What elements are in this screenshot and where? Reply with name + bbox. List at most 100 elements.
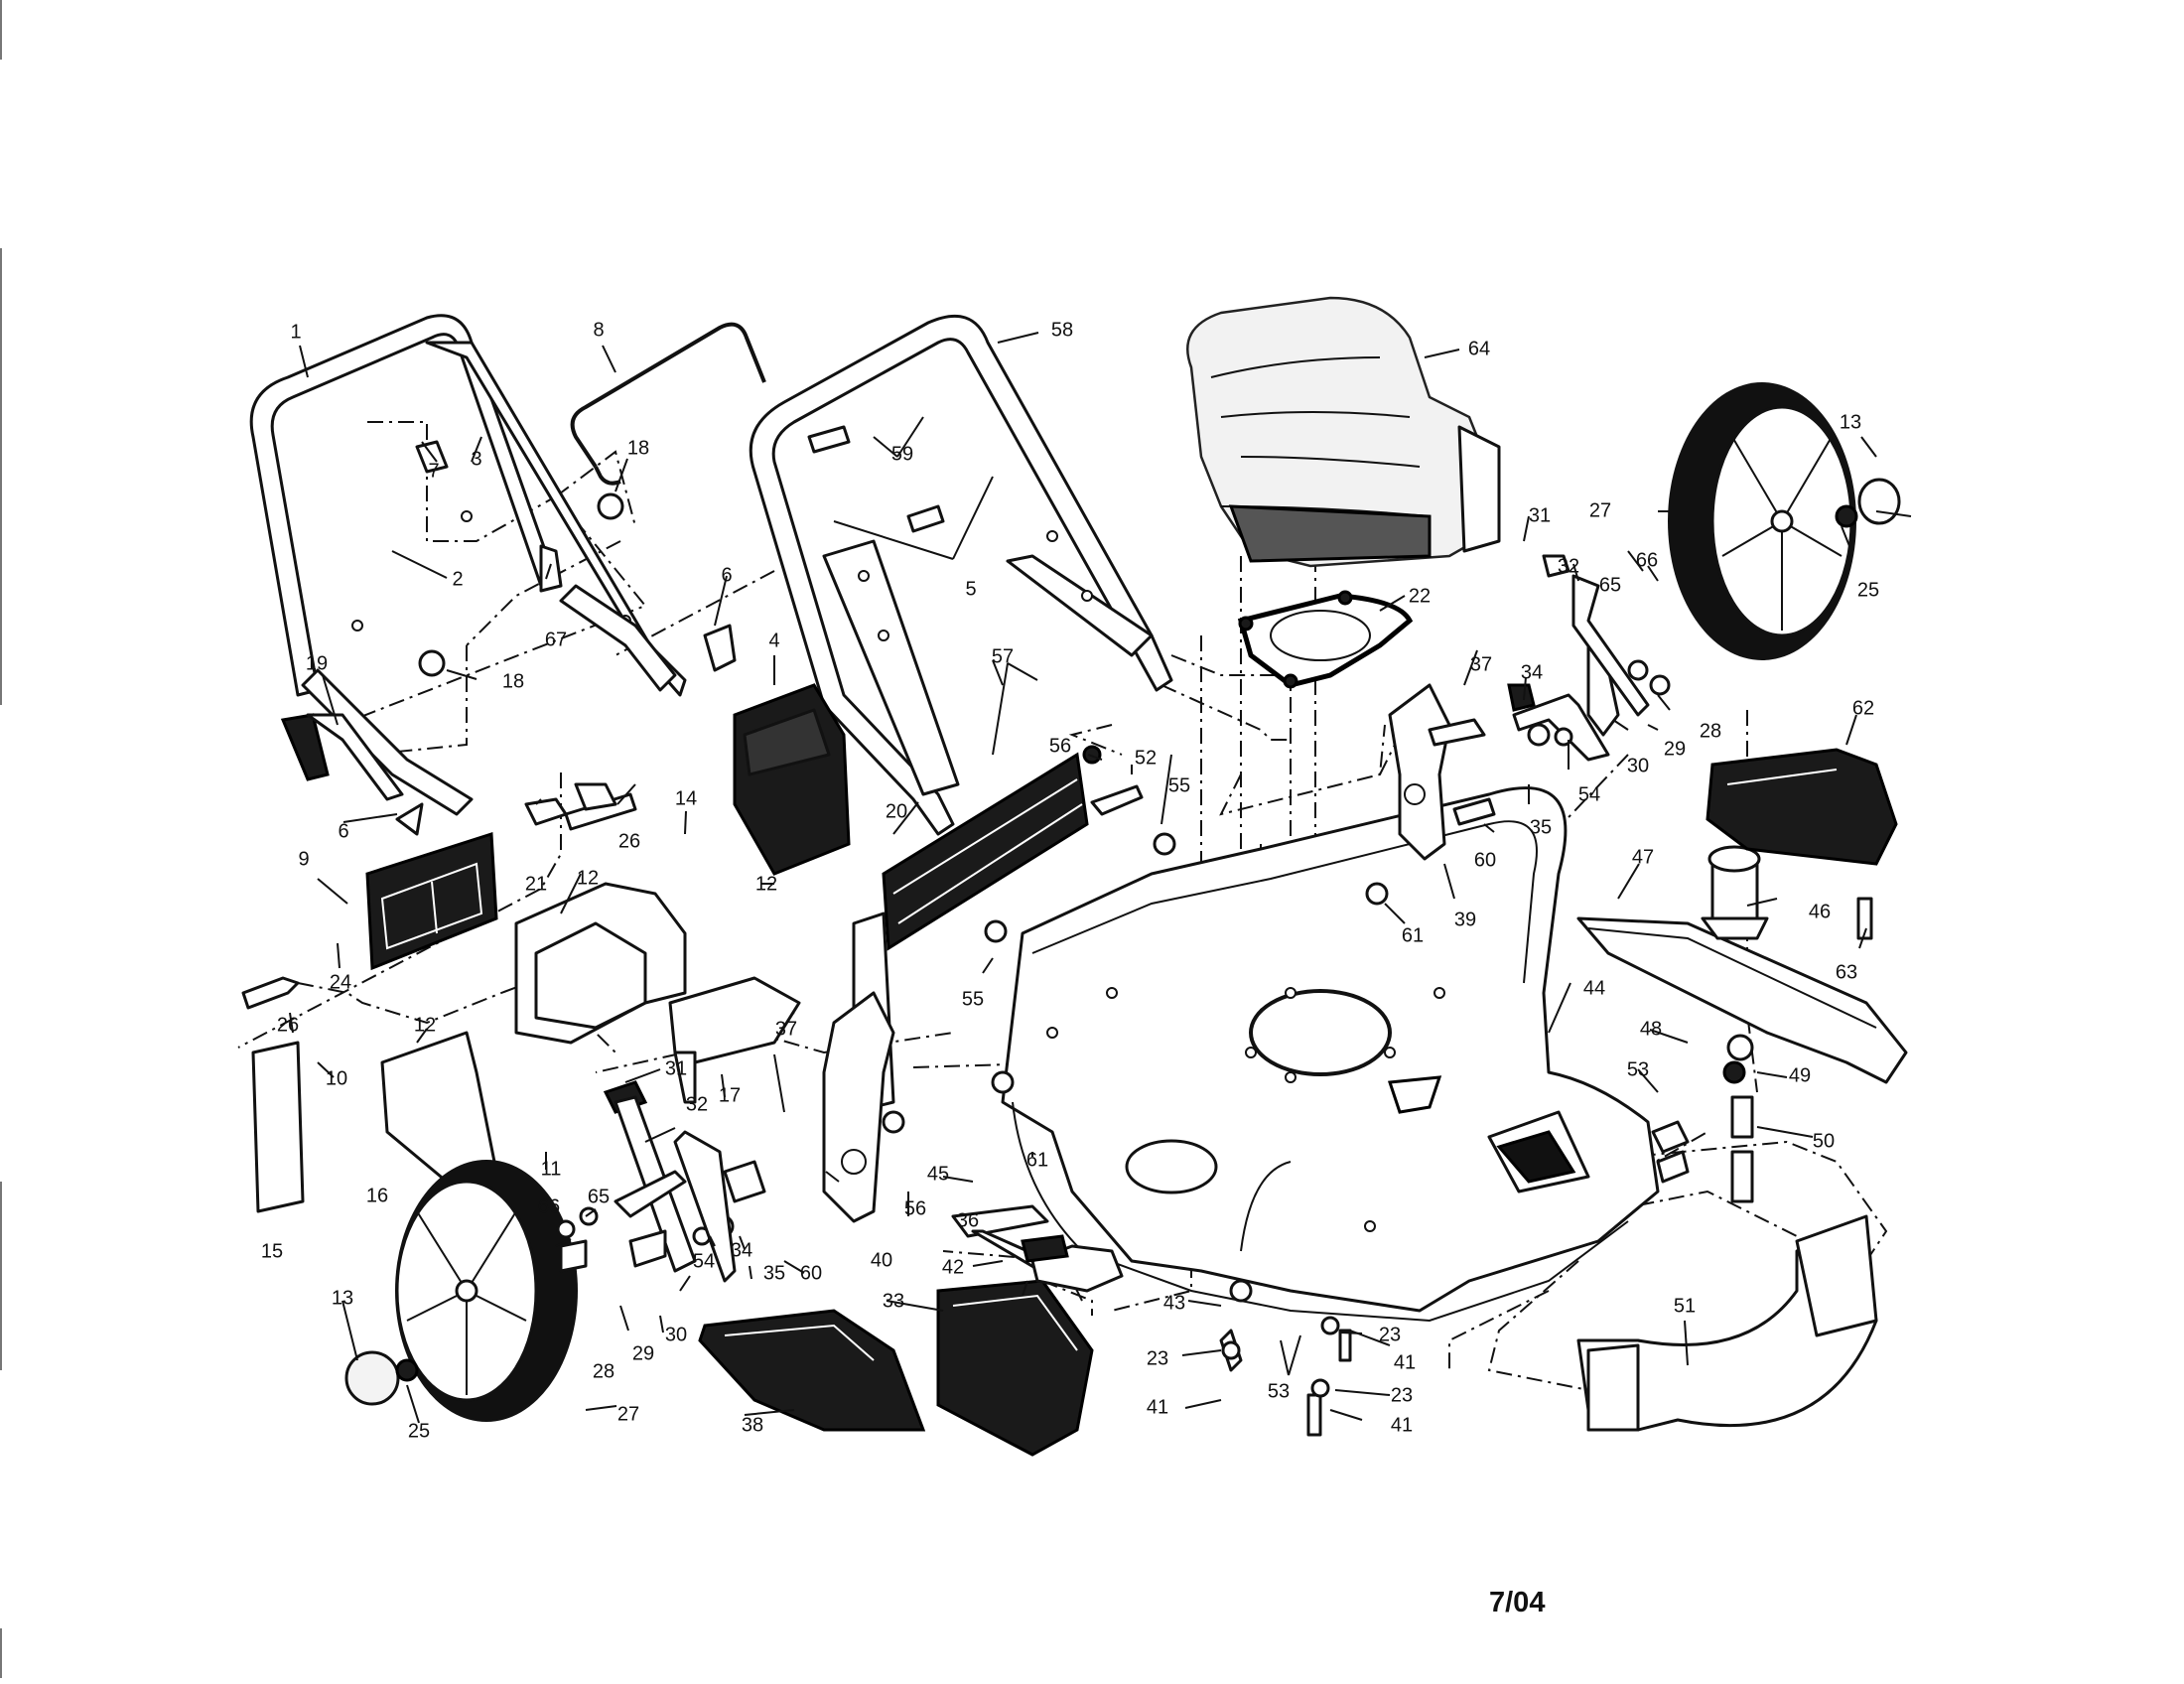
control-bar bbox=[570, 322, 766, 486]
callout-label: 37 bbox=[775, 1018, 797, 1040]
callout-label: 54 bbox=[693, 1250, 715, 1272]
callout-label: 28 bbox=[593, 1360, 614, 1382]
callout-label: 56 bbox=[904, 1197, 926, 1219]
callout-label: 18 bbox=[627, 437, 649, 459]
hardware-lever-arms bbox=[280, 425, 1650, 1283]
engine bbox=[1186, 296, 1501, 568]
callout-label: 41 bbox=[1147, 1396, 1168, 1418]
callout-label: 52 bbox=[1135, 747, 1157, 769]
callout-label: 6 bbox=[338, 820, 348, 842]
callout-label: 34 bbox=[731, 1239, 752, 1261]
callout-label: 28 bbox=[1700, 720, 1721, 742]
callout-label: 51 bbox=[1674, 1295, 1696, 1317]
upper-handle-lower-arms bbox=[301, 584, 677, 816]
scan-edge-mark bbox=[0, 248, 2, 705]
callout-label: 63 bbox=[1836, 961, 1857, 983]
callout-label: 55 bbox=[962, 988, 984, 1010]
callout-leader-lines bbox=[289, 332, 1912, 1424]
callout-label: 58 bbox=[1051, 319, 1073, 341]
callout-label: 53 bbox=[1268, 1380, 1290, 1402]
scan-edge-mark bbox=[0, 0, 2, 60]
callout-label: 3 bbox=[471, 448, 481, 470]
mulch-plug bbox=[698, 1309, 926, 1432]
callout-label: 29 bbox=[632, 1342, 654, 1364]
callout-label: 18 bbox=[502, 670, 524, 692]
callout-label: 4 bbox=[768, 630, 779, 651]
callout-label: 66 bbox=[1636, 549, 1658, 571]
height-adjuster-right bbox=[1388, 683, 1451, 861]
height-adjuster-left bbox=[822, 991, 895, 1223]
callout-label: 67 bbox=[545, 629, 567, 650]
callout-label: 40 bbox=[871, 1249, 892, 1271]
callout-label: 60 bbox=[1474, 849, 1496, 871]
callout-label: 45 bbox=[927, 1163, 949, 1185]
discharge-chute bbox=[936, 1279, 1094, 1457]
grass-bag-panel bbox=[733, 683, 851, 876]
callout-label: 12 bbox=[414, 1014, 436, 1036]
callout-label: 6 bbox=[721, 564, 732, 586]
blade-adapter bbox=[1701, 845, 1769, 940]
callout-label: 7 bbox=[428, 460, 439, 482]
callout-label: 25 bbox=[408, 1420, 430, 1442]
wheel-caps bbox=[344, 478, 1901, 1406]
callout-label: 37 bbox=[1470, 653, 1492, 675]
callout-label: 22 bbox=[1409, 585, 1431, 607]
callout-label: 17 bbox=[719, 1084, 741, 1106]
callout-label: 14 bbox=[675, 787, 697, 809]
callout-label: 41 bbox=[1394, 1351, 1416, 1373]
callout-label: 43 bbox=[1163, 1292, 1185, 1314]
hardware-nuts-washers bbox=[418, 492, 1754, 1398]
callout-label: 23 bbox=[1391, 1384, 1413, 1406]
callout-numbers: 1 8 58 64 7 3 18 59 2 67 5 6 19 18 4 57 … bbox=[261, 319, 1879, 1442]
rear-flap bbox=[1576, 1214, 1878, 1432]
callout-label: 25 bbox=[1857, 579, 1879, 601]
callout-label: 61 bbox=[1402, 924, 1424, 946]
rear-wheel-right bbox=[1668, 382, 1856, 660]
callout-label: 54 bbox=[1578, 783, 1600, 805]
callout-label: 60 bbox=[800, 1262, 822, 1284]
callout-label: 30 bbox=[1627, 755, 1649, 776]
callout-label: 56 bbox=[1049, 735, 1071, 757]
blade-cover bbox=[1706, 748, 1898, 866]
callout-label: 23 bbox=[1379, 1324, 1401, 1345]
callout-label: 35 bbox=[763, 1262, 785, 1284]
callout-label: 16 bbox=[366, 1185, 388, 1206]
rear-wheel-left bbox=[395, 1160, 578, 1422]
callout-label: 30 bbox=[665, 1324, 687, 1345]
callout-label: 12 bbox=[755, 873, 777, 895]
callout-label: 66 bbox=[538, 1195, 560, 1217]
callout-label: 38 bbox=[742, 1414, 763, 1436]
callout-label: 61 bbox=[1026, 1149, 1048, 1171]
callout-label: 48 bbox=[1640, 1018, 1662, 1040]
date-code: 7/04 bbox=[1489, 1587, 1546, 1618]
callout-label: 21 bbox=[525, 873, 547, 895]
callout-label: 9 bbox=[298, 848, 309, 870]
callout-label: 62 bbox=[1852, 697, 1874, 719]
callout-label: 59 bbox=[891, 443, 913, 465]
callout-label: 50 bbox=[1813, 1130, 1835, 1152]
callout-label: 1 bbox=[290, 321, 301, 343]
callout-label: 53 bbox=[1627, 1058, 1649, 1080]
callout-label: 47 bbox=[1632, 846, 1654, 868]
callout-label: 15 bbox=[261, 1240, 283, 1262]
rear-door bbox=[882, 745, 1102, 951]
scan-edge-mark bbox=[0, 1182, 2, 1370]
scan-edge-mark bbox=[0, 1628, 2, 1678]
callout-label: 57 bbox=[992, 645, 1014, 667]
callout-label: 39 bbox=[1454, 909, 1476, 930]
mower-deck bbox=[1001, 786, 1660, 1323]
callout-label: 2 bbox=[452, 568, 463, 590]
callout-label: 46 bbox=[1809, 901, 1831, 922]
callout-label: 34 bbox=[1521, 661, 1543, 683]
callout-label: 10 bbox=[326, 1067, 347, 1089]
callout-label: 20 bbox=[886, 800, 907, 822]
callout-label: 23 bbox=[1147, 1347, 1168, 1369]
engine-baffle bbox=[1237, 590, 1414, 689]
callout-label: 44 bbox=[1583, 977, 1605, 999]
callout-label: 41 bbox=[1391, 1414, 1413, 1436]
callout-label: 24 bbox=[330, 971, 351, 993]
callout-label: 31 bbox=[665, 1057, 687, 1079]
callout-label: 11 bbox=[541, 1158, 562, 1180]
